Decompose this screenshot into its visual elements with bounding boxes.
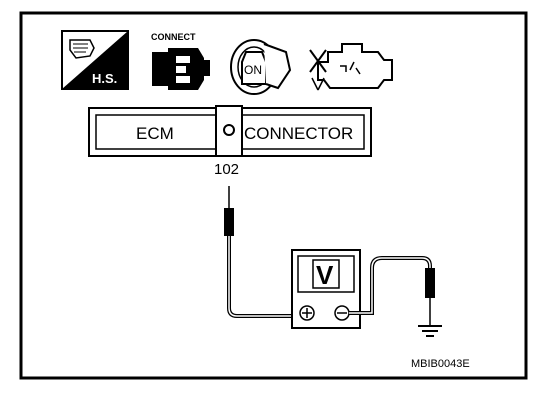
connector-label: CONNECTOR <box>244 124 353 143</box>
engine-icon <box>309 43 393 91</box>
negative-lead <box>349 256 435 326</box>
connect-icon: CONNECT <box>151 32 210 90</box>
positive-probe <box>224 186 306 318</box>
voltmeter: V <box>291 249 361 329</box>
positive-terminal-icon <box>299 305 315 321</box>
voltmeter-label: V <box>316 260 334 290</box>
figure-code: MBIB0043E <box>411 358 470 370</box>
hs-label: H.S. <box>92 71 117 86</box>
terminal-number: 102 <box>214 161 239 178</box>
ignition-on-icon: ON <box>230 39 292 95</box>
figure-frame <box>19 11 528 380</box>
negative-terminal-icon <box>334 305 350 321</box>
ground-icon <box>418 325 442 337</box>
terminal-102-pin <box>223 124 235 136</box>
ecm-connector: ECM CONNECTOR 102 <box>88 105 372 178</box>
hand-held-hs-icon: H.S. <box>61 30 129 90</box>
connect-label: CONNECT <box>151 32 196 42</box>
ecm-label: ECM <box>136 124 174 143</box>
ignition-on-label: ON <box>244 63 262 77</box>
